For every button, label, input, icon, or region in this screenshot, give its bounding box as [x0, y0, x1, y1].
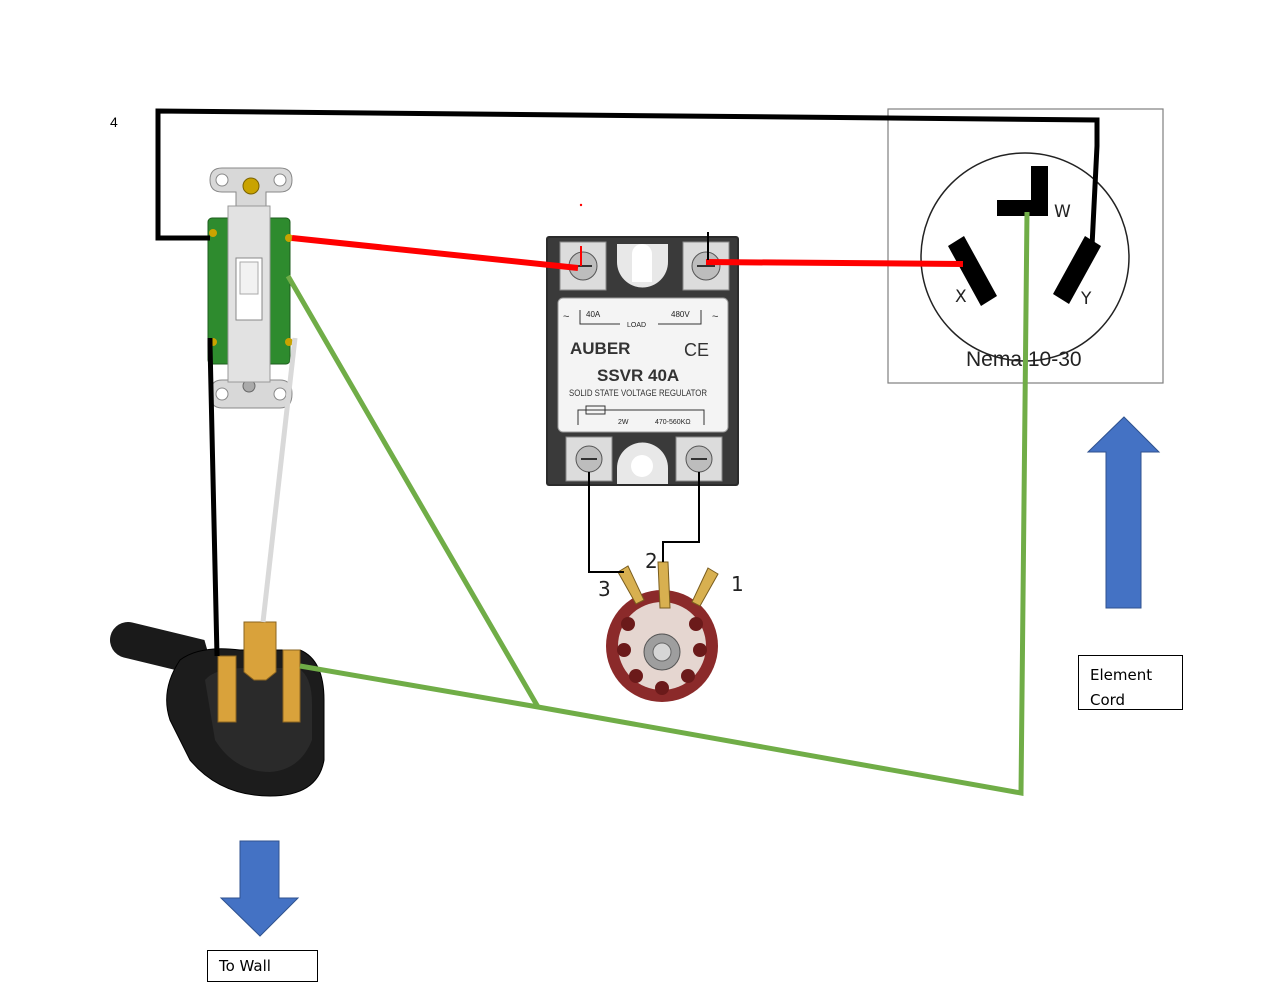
power-plug	[110, 621, 325, 797]
ssr-ce-mark: CE	[684, 340, 709, 360]
pot-lug-2	[657, 561, 671, 609]
ssr-resistance: 470-560KΩ	[655, 419, 691, 426]
wire-control-2	[662, 472, 700, 562]
arrow-up-icon	[1086, 416, 1161, 609]
ssr-brand: AUBER	[570, 339, 630, 358]
wire-green-plug	[299, 211, 1030, 796]
wire-black-top	[155, 108, 1100, 247]
plug-prong-left	[217, 655, 237, 723]
nema-label-x: X	[955, 287, 967, 307]
ssr-terminal-top-right	[682, 241, 730, 291]
wire-black-plug	[207, 338, 220, 657]
wire-red-ssr-nema	[705, 259, 964, 267]
ssr-label-plate	[557, 297, 729, 433]
wire-red-switch-ssr	[291, 235, 579, 271]
wire-green-switch	[285, 274, 541, 709]
plug-prong-ground	[243, 621, 277, 681]
nema-slot-y	[1053, 236, 1101, 304]
nema-caption: Nema 10-30	[966, 348, 1082, 371]
nema-label-y: Y	[1080, 289, 1092, 309]
element-cord-line1: Element	[1090, 666, 1153, 684]
pot-pin-1-label: 1	[731, 572, 744, 596]
pot-pin-3-label: 3	[598, 577, 611, 601]
nema-slot-w	[997, 166, 1048, 216]
element-cord-line2: Cord	[1090, 691, 1126, 709]
nema-label-w: W	[1054, 202, 1071, 222]
ssr-tilde-left: ~	[563, 311, 569, 323]
ssr-rating: 40A	[586, 310, 601, 319]
ssr-load: LOAD	[627, 322, 646, 329]
wire-control-3	[588, 472, 624, 573]
wire-neutral-plug	[260, 337, 298, 623]
to-wall-label: To Wall	[207, 950, 318, 982]
ssr-module: ~ ~ 40A 480V LOAD AUBER CE SSVR 40A SOLI…	[546, 203, 739, 486]
ssr-tilde-right: ~	[712, 311, 718, 323]
pot-lug-3	[617, 565, 645, 605]
element-cord-label: Element Cord	[1078, 655, 1183, 710]
ssr-power: 2W	[618, 419, 629, 426]
ssr-model: SSVR 40A	[597, 366, 679, 385]
ssr-voltage: 480V	[671, 310, 690, 319]
potentiometer: 1 2 3	[598, 549, 744, 702]
wires	[155, 108, 1100, 796]
toggle-switch	[207, 167, 293, 409]
corner-number: 4	[110, 114, 118, 130]
arrow-down-icon	[219, 840, 300, 937]
plug-prong-right	[282, 649, 301, 723]
to-wall-text: To Wall	[219, 957, 271, 975]
pot-lug-1	[691, 567, 719, 607]
nema-slot-x	[948, 236, 997, 306]
ssr-description: SOLID STATE VOLTAGE REGULATOR	[569, 388, 707, 398]
pot-pin-2-label: 2	[645, 549, 658, 573]
